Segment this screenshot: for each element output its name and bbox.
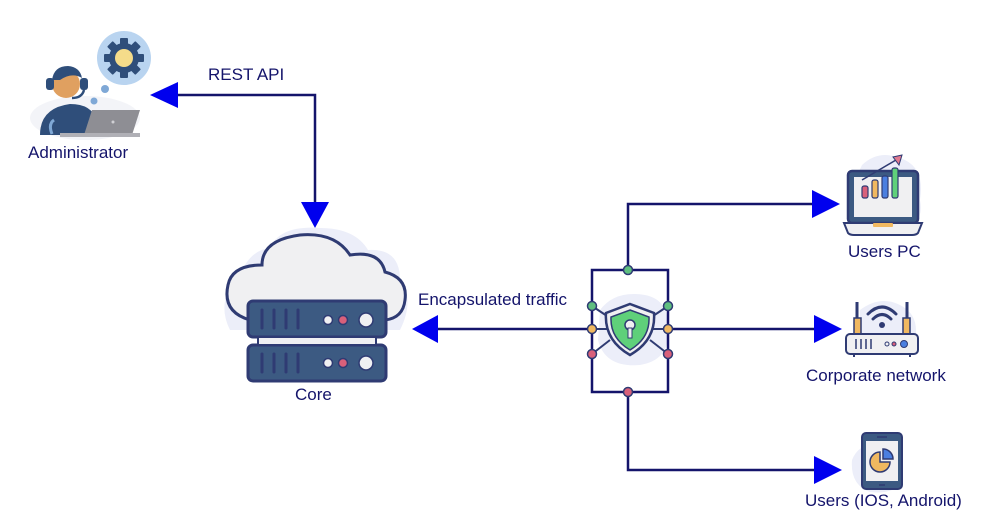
- cloud-server-icon: [224, 227, 408, 383]
- connection-nodes: [586, 264, 674, 398]
- edge-to-corporate-network: [668, 315, 842, 343]
- users-mobile-label: Users (IOS, Android): [805, 491, 962, 510]
- support-agent-icon: [30, 31, 151, 140]
- arrowhead-to-corporate-network: [814, 315, 842, 343]
- core-label: Core: [295, 385, 332, 404]
- laptop-chart-icon: [842, 154, 924, 236]
- edge-to-users-pc: [626, 190, 840, 270]
- users-pc-label: Users PC: [848, 242, 921, 261]
- edge-rest-api: [150, 82, 329, 228]
- edge-encapsulated-traffic: [412, 315, 592, 343]
- administrator-label: Administrator: [28, 143, 129, 162]
- arrowhead-to-core: [301, 202, 329, 228]
- arrowhead-to-users-mobile: [814, 456, 842, 484]
- security-shield-icon: [586, 264, 674, 398]
- encapsulated-traffic-label: Encapsulated traffic: [418, 290, 567, 309]
- wifi-router-icon: [845, 301, 919, 357]
- rest-api-label: REST API: [208, 65, 285, 84]
- tablet-pie-chart-icon: [851, 432, 903, 493]
- arrowhead-to-users-pc: [812, 190, 840, 218]
- arrowhead-to-core-left: [412, 315, 438, 343]
- corporate-network-label: Corporate network: [806, 366, 946, 385]
- arrowhead-to-administrator: [150, 82, 178, 108]
- edge-to-users-mobile: [626, 392, 842, 484]
